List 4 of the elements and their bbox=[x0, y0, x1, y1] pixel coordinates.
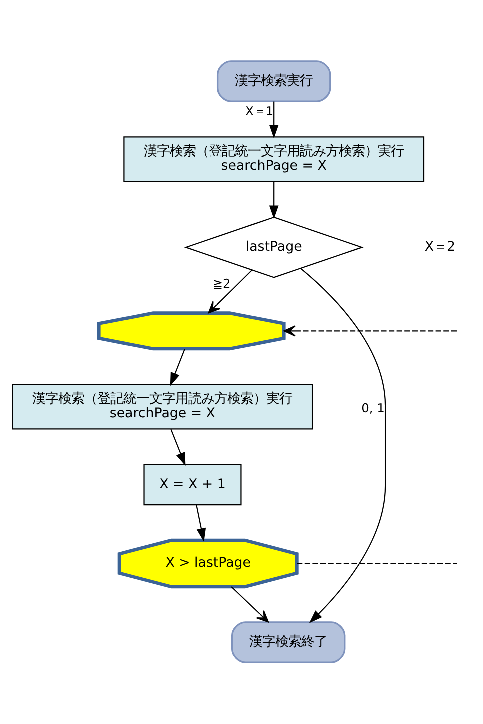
edge-label: X＝1 bbox=[246, 104, 274, 119]
label: X＝2 bbox=[424, 240, 456, 256]
edge-label: ≧2 bbox=[212, 276, 231, 291]
edge-label: 0, 1 bbox=[362, 401, 385, 416]
